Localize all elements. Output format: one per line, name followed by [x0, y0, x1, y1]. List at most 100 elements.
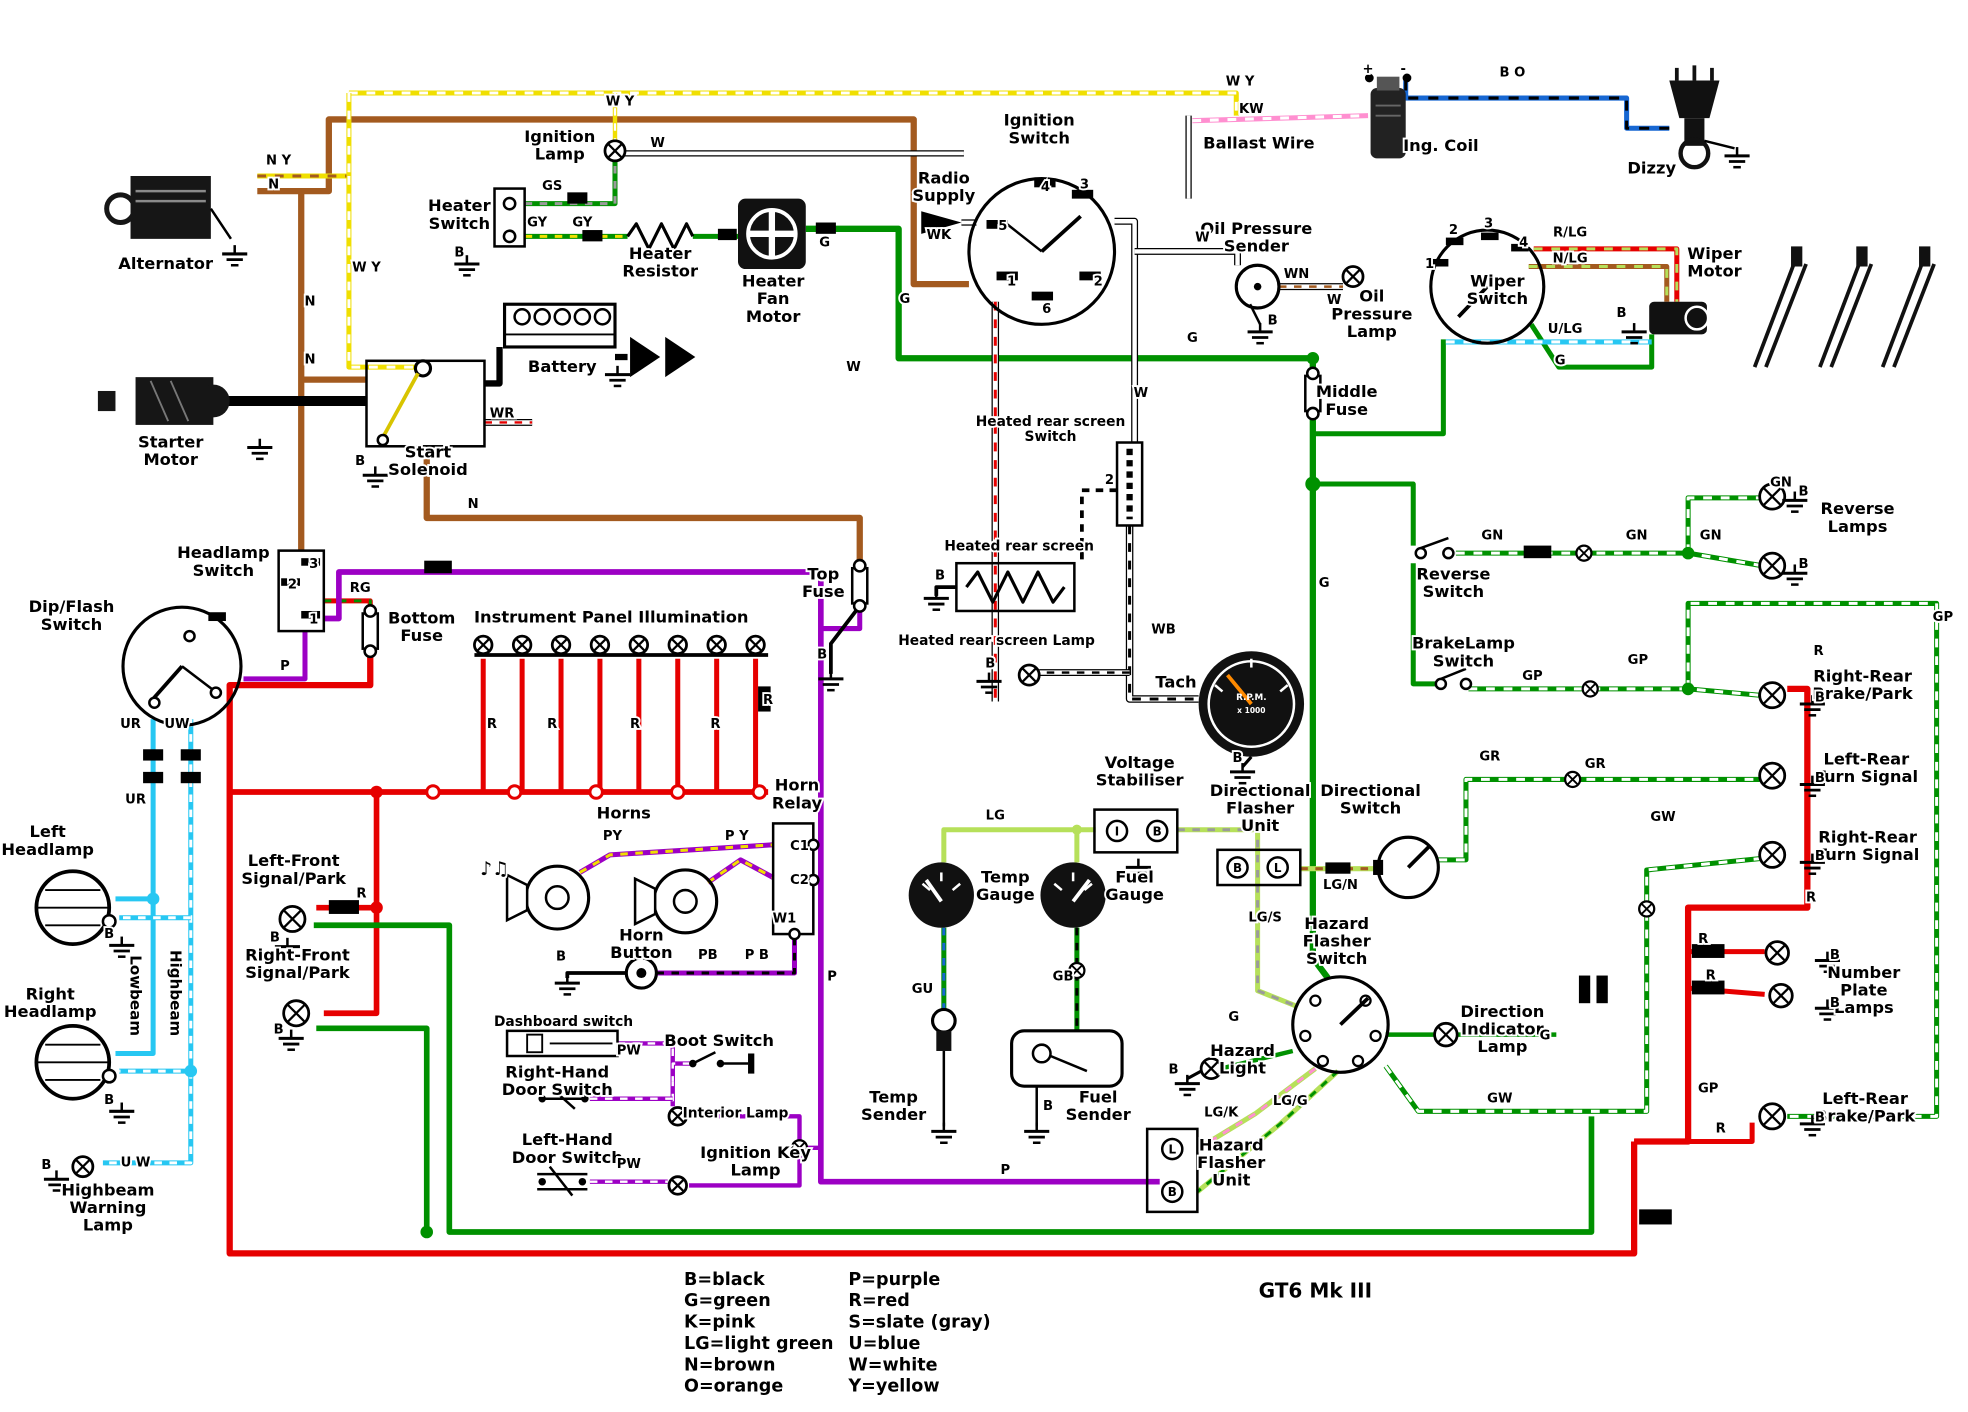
ignition-switch-lever	[1040, 214, 1082, 253]
wire-label: B	[1799, 557, 1809, 572]
horn-right-body	[652, 868, 719, 935]
wire-red-lr-park	[1634, 1122, 1755, 1144]
connector-block	[424, 560, 452, 574]
wire-label: +	[1363, 62, 1374, 77]
bulb-icon	[1758, 840, 1787, 869]
component-label: Ballast Wire	[1203, 133, 1314, 152]
door-switch-lever	[551, 1087, 576, 1110]
bulb-icon	[550, 634, 572, 656]
fuel-sender-pivot	[1031, 1043, 1052, 1064]
junction-dot	[1681, 682, 1695, 696]
wire-label: 1	[309, 613, 318, 628]
door-switch-contact	[538, 1094, 546, 1103]
door-switch-lever	[548, 1165, 574, 1197]
fan-icon	[746, 208, 798, 260]
wire-green-front-right	[316, 1025, 430, 1232]
wire-label: B	[556, 949, 566, 964]
wire-black-tach-ground	[1241, 755, 1253, 768]
hazard-flasher-unit-box	[1145, 1127, 1199, 1214]
bulb-icon	[667, 1175, 688, 1196]
wire-label: B	[817, 648, 827, 663]
horn-relay-terminal	[807, 838, 820, 852]
wire-rg-bottom-fuse	[323, 598, 373, 614]
horn-button-center	[636, 968, 647, 979]
legend-item: Y=yellow	[847, 1377, 939, 1397]
connector-block	[1639, 1209, 1672, 1225]
wire-label: 1	[1425, 257, 1434, 272]
wire-cyan-uw-2	[102, 1071, 194, 1166]
wire-red-front-vert	[323, 792, 380, 1017]
wire-label: B	[270, 931, 280, 946]
hazard-switch-lever	[1339, 996, 1370, 1026]
wire-gn-reverse-branch	[1685, 495, 1760, 554]
bulb-icon	[628, 634, 650, 656]
battery-cell	[533, 308, 551, 326]
wire-label: W	[846, 360, 861, 375]
wire-label: W Y	[1226, 74, 1255, 89]
distributor-cap	[1669, 80, 1720, 119]
connector-block	[758, 686, 771, 712]
wire-label: U W	[121, 1156, 151, 1171]
lamps-layer	[71, 139, 1794, 1196]
bottom-fuse-body	[361, 612, 380, 650]
wiper-switch-terminal	[1445, 237, 1464, 246]
bulb-icon	[667, 1106, 688, 1127]
wire-label: 2	[1094, 274, 1103, 289]
horn-right-center	[672, 888, 698, 914]
ground-icon	[1799, 1115, 1825, 1137]
dip-flash-contact	[148, 696, 161, 710]
ground-icon	[1814, 951, 1840, 974]
battery-cell	[593, 308, 612, 326]
component-label: R.P.M.	[1236, 693, 1266, 703]
connector-block	[815, 222, 836, 234]
open-junction-node	[506, 784, 523, 800]
wire-green-wiper-feed	[1312, 339, 1446, 437]
dip-flash-switch-body	[121, 605, 243, 727]
wire-red-main-loop	[226, 651, 1638, 1257]
fuse-cap	[852, 599, 867, 613]
bulb-icon	[71, 1155, 95, 1179]
wire-label: 3	[1484, 217, 1493, 232]
wire-label: R	[1706, 968, 1716, 983]
boot-switch-terminal	[748, 1053, 755, 1074]
wire-white-oil	[1134, 247, 1241, 266]
ground-icon	[976, 672, 1002, 694]
gauge-tick	[1053, 882, 1063, 892]
wire-wy-top	[348, 90, 1239, 116]
ignition-coil-top	[1376, 76, 1400, 91]
junction-dot	[370, 785, 383, 799]
wire-label: GN	[1626, 528, 1648, 543]
wire-label: G	[1319, 576, 1330, 591]
solenoid-link	[381, 372, 420, 439]
bulb-icon	[1758, 681, 1787, 710]
connector-block	[567, 192, 588, 204]
bulb-icon	[282, 999, 311, 1028]
coil-terminal	[1402, 73, 1412, 83]
horn-left-center	[544, 885, 570, 911]
voltage-stabiliser-box	[1093, 808, 1179, 854]
wire-gp-right-side	[1685, 600, 1940, 1119]
ignition-switch-terminal	[1071, 189, 1094, 199]
wire-wy-vert	[346, 176, 423, 370]
wire-label: W	[1195, 230, 1210, 245]
battery-cell	[573, 308, 592, 326]
wire-label: 2	[288, 577, 297, 592]
wire-label: N Y	[266, 154, 292, 169]
wire-label: 2	[1105, 473, 1114, 488]
connector-blocks-layer	[143, 192, 1725, 1225]
wire-label: R	[1814, 644, 1824, 659]
wire-wb-tach	[1125, 525, 1199, 703]
ground-icon	[222, 245, 248, 267]
heater-switch-terminal	[502, 196, 517, 211]
wire-purple-trunk	[323, 569, 1160, 1185]
bulb-icon	[603, 139, 627, 163]
